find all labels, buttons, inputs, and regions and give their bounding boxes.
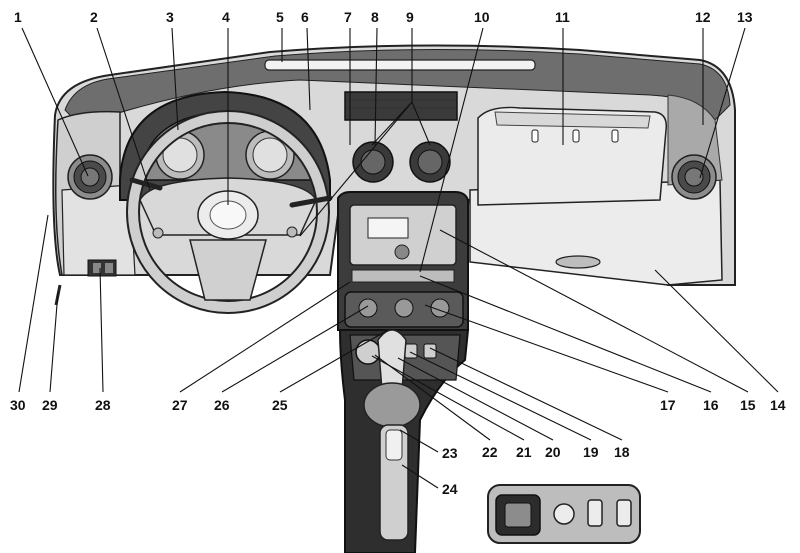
floor-console — [338, 329, 470, 553]
callout-27: 27 — [172, 397, 188, 413]
switch-panel-detail — [487, 484, 641, 544]
callout-16: 16 — [703, 397, 719, 413]
leader-lines — [18, 27, 779, 489]
callout-5: 5 — [276, 9, 284, 25]
callout-17: 17 — [660, 397, 676, 413]
callout-15: 15 — [740, 397, 756, 413]
callout-10: 10 — [474, 9, 490, 25]
steering-wheel — [126, 110, 333, 314]
callout-9: 9 — [406, 9, 414, 25]
callout-2: 2 — [90, 9, 98, 25]
callout-4: 4 — [222, 9, 230, 25]
callout-12: 12 — [695, 9, 711, 25]
callout-26: 26 — [214, 397, 230, 413]
center-console — [337, 191, 469, 331]
callout-22: 22 — [482, 444, 498, 460]
callout-11: 11 — [555, 9, 570, 25]
callout-25: 25 — [272, 397, 288, 413]
callout-18: 18 — [614, 444, 630, 460]
callout-6: 6 — [301, 9, 309, 25]
callout-20: 20 — [545, 444, 561, 460]
callout-30: 30 — [10, 397, 26, 413]
callout-13: 13 — [737, 9, 753, 25]
left-air-vent — [67, 154, 113, 200]
callout-21: 21 — [516, 444, 532, 460]
callout-3: 3 — [166, 9, 174, 25]
center-vents — [344, 91, 458, 183]
callout-23: 23 — [442, 445, 458, 461]
callout-19: 19 — [583, 444, 599, 460]
callout-29: 29 — [42, 397, 58, 413]
callout-7: 7 — [344, 9, 352, 25]
callout-24: 24 — [442, 481, 458, 497]
callout-1: 1 — [14, 9, 22, 25]
callout-8: 8 — [371, 9, 379, 25]
callout-28: 28 — [95, 397, 111, 413]
right-air-vent — [671, 154, 717, 200]
callout-labels: 1 2 3 4 5 6 7 8 9 10 11 12 13 14 15 16 1… — [10, 9, 786, 497]
callout-14: 14 — [770, 397, 786, 413]
